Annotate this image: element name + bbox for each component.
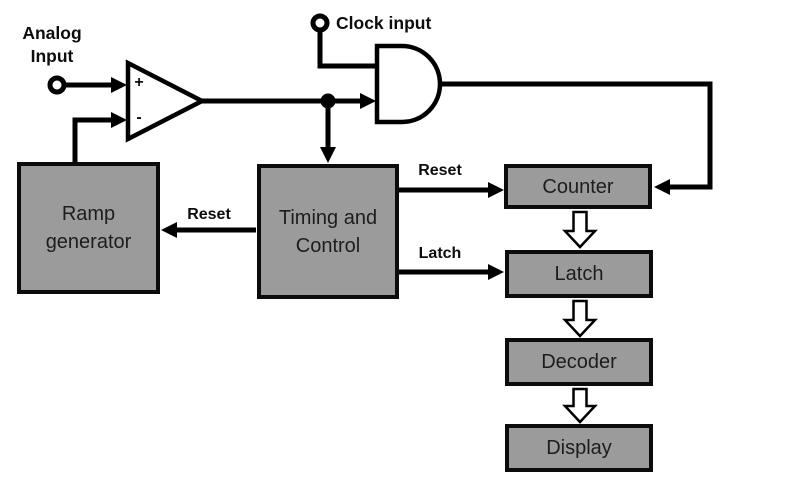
block-counter-label: Counter <box>542 175 614 198</box>
block-ramp-generator-label: Ramp generator <box>45 203 132 253</box>
block-timing-and-control: Timing and Control <box>257 164 399 299</box>
wire-and-to-counter <box>440 81 713 190</box>
comparator-triangle <box>125 59 207 143</box>
latch-signal-label: Latch <box>418 245 462 262</box>
block-decoder: Decoder <box>505 338 653 386</box>
arrowhead-counter-right-input <box>654 179 670 195</box>
reset-to-ramp-label: Reset <box>187 206 231 223</box>
arrowhead-ramp-feedback <box>111 112 127 128</box>
block-decoder-label: Decoder <box>541 351 617 373</box>
clock-input-terminal <box>310 13 330 33</box>
arrowhead-timing-input <box>320 147 336 163</box>
block-timing-and-control-label: Timing and Control <box>278 206 378 257</box>
block-latch-label: Latch <box>554 263 604 285</box>
block-ramp-generator: Ramp generator <box>17 162 160 294</box>
arrowhead-and-gate-input <box>360 93 376 109</box>
hollow-arrow-counter-to-latch <box>562 210 598 249</box>
and-gate <box>374 43 443 125</box>
hollow-arrow-latch-to-decoder <box>562 299 598 338</box>
block-display-label: Display <box>546 437 612 459</box>
comparator-minus-sign: - <box>136 109 142 126</box>
analog-input-terminal <box>47 75 67 95</box>
clock-input-label: Clock input <box>336 13 432 33</box>
wire-clock-to-and-gate <box>317 30 375 69</box>
analog-input-label: Analog Input <box>22 23 82 66</box>
hollow-arrow-decoder-to-display <box>562 387 598 424</box>
arrowhead-reset-ramp <box>161 222 177 238</box>
block-display: Display <box>505 424 653 472</box>
wire-ramp-to-comparator <box>72 117 113 163</box>
arrowhead-analog-input <box>111 77 127 93</box>
comparator-plus-sign: + <box>134 74 144 91</box>
block-counter: Counter <box>504 164 652 209</box>
reset-to-counter-label: Reset <box>418 162 462 179</box>
arrowhead-reset-counter <box>488 182 504 198</box>
block-latch: Latch <box>505 250 653 298</box>
arrowhead-latch-input <box>488 264 504 280</box>
